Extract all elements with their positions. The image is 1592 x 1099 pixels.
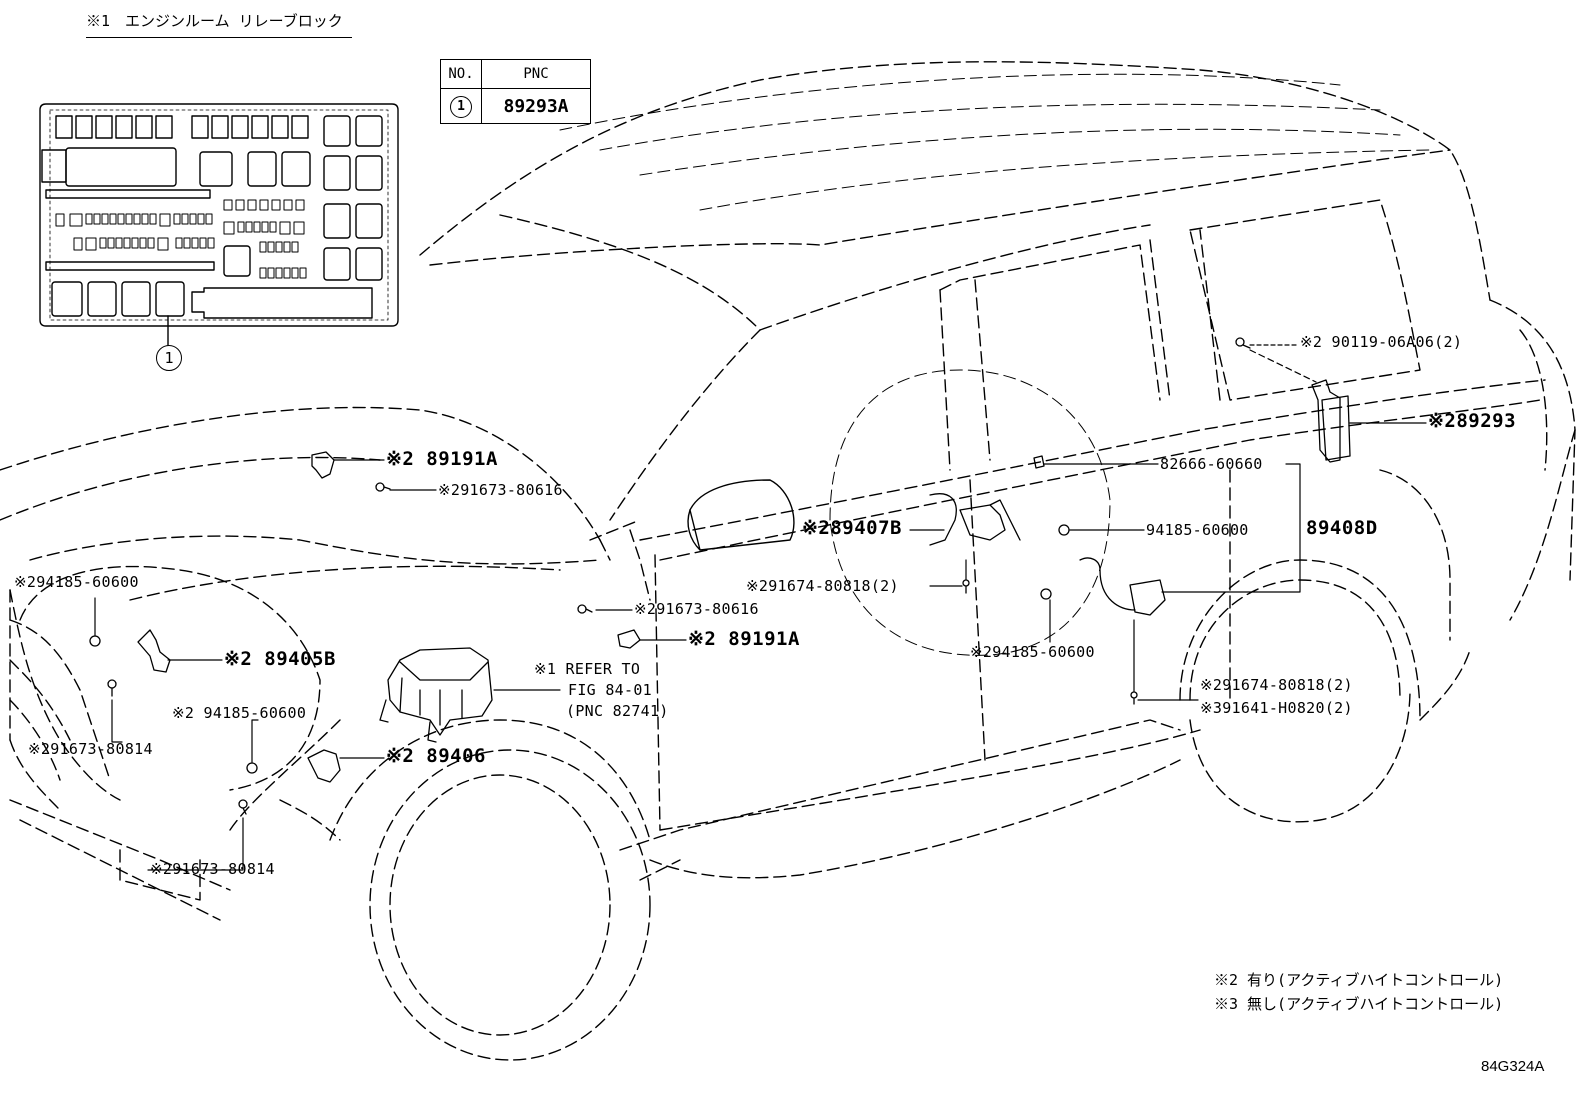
pnc-table-row-no: 1 — [440, 88, 482, 124]
label-94185-60600-front: ※2 94185-60600 — [172, 704, 307, 722]
component-glyphs — [89, 337, 1351, 815]
label-91674-80818-mid: ※291674-80818(2) — [746, 577, 899, 595]
label-89191a-top: ※2 89191A — [386, 448, 498, 470]
label-refer-to: ※1 REFER TO — [534, 660, 641, 678]
drawing-code: 84G324A — [1481, 1058, 1545, 1075]
footnotes: ※2 有り(アクティブハイトコントロール) ※3 無し(アクティブハイトコントロ… — [1214, 968, 1503, 1016]
label-89191a-mid: ※2 89191A — [688, 628, 800, 650]
label-91673-80814-b: ※291673-80814 — [150, 860, 275, 878]
pnc-table-row-pnc: 89293A — [481, 88, 591, 124]
label-89406: ※2 89406 — [386, 745, 486, 767]
pnc-table: NO. PNC 1 89293A — [440, 59, 591, 124]
footnote-3: ※3 無し(アクティブハイトコントロール) — [1214, 995, 1504, 1013]
label-89293: ※289293 — [1428, 410, 1517, 432]
label-90119-06a06: ※2 90119-06A06(2) — [1300, 333, 1463, 351]
vehicle-outline — [0, 61, 1576, 1061]
label-91641-h0820: ※391641-H0820(2) — [1200, 699, 1353, 717]
label-pnc-82741: (PNC 82741) — [566, 702, 669, 720]
label-fig-84-01: FIG 84-01 — [568, 681, 652, 699]
leader-lines — [94, 344, 1427, 871]
label-89405b: ※2 89405B — [224, 648, 336, 670]
label-94185-60600-bottom: ※294185-60600 — [970, 643, 1095, 661]
label-91673-80616-mid: ※291673-80616 — [634, 600, 759, 618]
label-82666-60660: 82666-60660 — [1160, 455, 1263, 473]
relay-block-title: ※1 エンジンルーム リレーブロック — [86, 10, 352, 38]
label-91673-80616-top: ※291673-80616 — [438, 481, 563, 499]
pnc-table-header-no: NO. — [440, 59, 482, 89]
label-89408d: 89408D — [1306, 517, 1378, 539]
pnc-table-header-pnc: PNC — [481, 59, 591, 89]
relay-block-drawing — [39, 103, 399, 346]
footnote-2: ※2 有り(アクティブハイトコントロール) — [1214, 971, 1504, 989]
pnc-table-row-no-circle: 1 — [450, 96, 472, 118]
label-91674-80818-right: ※291674-80818(2) — [1200, 676, 1353, 694]
label-89407b: ※289407B — [802, 517, 902, 539]
callout-1: 1 — [156, 345, 182, 371]
label-94185-60600-right: 94185-60600 — [1146, 521, 1249, 539]
label-91673-80814-a: ※291673-80814 — [28, 740, 153, 758]
label-94185-60600-left: ※294185-60600 — [14, 573, 139, 591]
